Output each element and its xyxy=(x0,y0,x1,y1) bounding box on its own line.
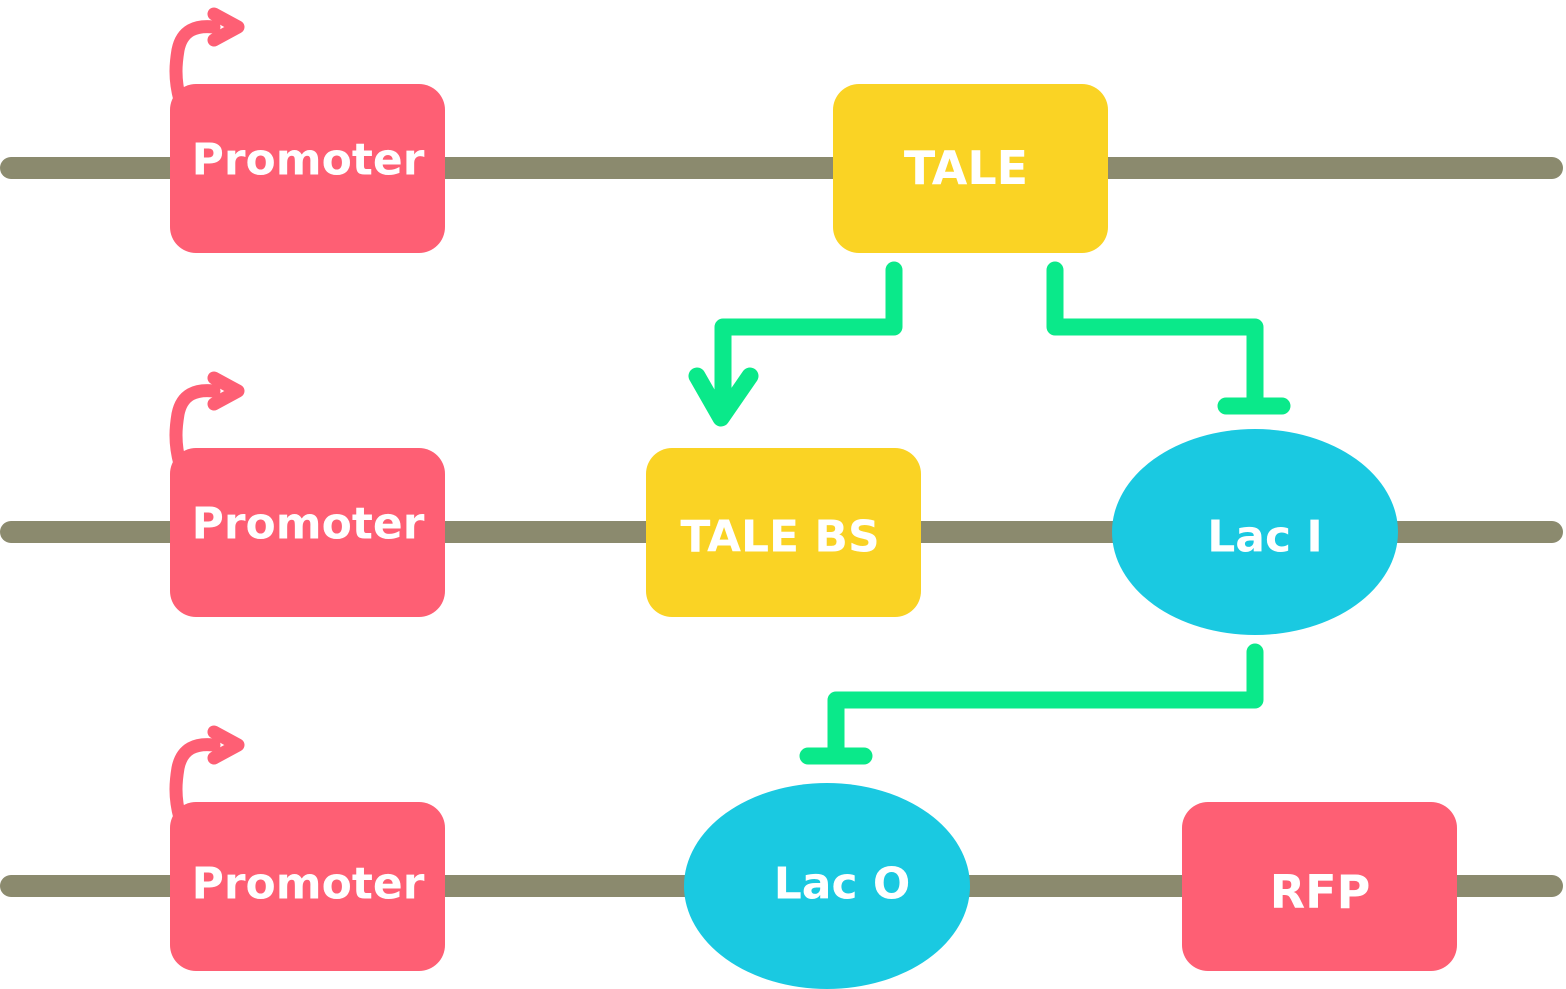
rfp-label: RFP xyxy=(1270,865,1371,919)
tale-bs-box xyxy=(646,448,921,617)
promoter-arrow-icons xyxy=(169,7,245,825)
rfp-box xyxy=(1182,802,1457,971)
interaction-edges xyxy=(688,261,1291,765)
promoter-box xyxy=(170,84,445,253)
tale-bs-label: TALE BS xyxy=(680,512,879,563)
promoter-label: Promoter xyxy=(192,859,425,910)
promoter-label: Promoter xyxy=(192,135,425,186)
repression-arrow xyxy=(799,643,1264,765)
tale-box xyxy=(833,84,1108,253)
lac-o-label: Lac O xyxy=(774,859,911,910)
promoter-arrow-icon xyxy=(169,725,245,825)
promoter-arrow-icon xyxy=(169,371,245,471)
promoter-arrow-icon xyxy=(169,7,245,107)
promoter-label: Promoter xyxy=(192,499,425,550)
lac-o-ellipse xyxy=(684,783,970,989)
tale-label: TALE xyxy=(904,141,1028,195)
repression-arrow xyxy=(1046,261,1291,415)
promoter-box xyxy=(170,448,445,617)
activation-arrow xyxy=(688,261,903,427)
lac-i-label: Lac I xyxy=(1207,512,1323,563)
promoter-box xyxy=(170,802,445,971)
lac-i-ellipse xyxy=(1112,429,1398,635)
